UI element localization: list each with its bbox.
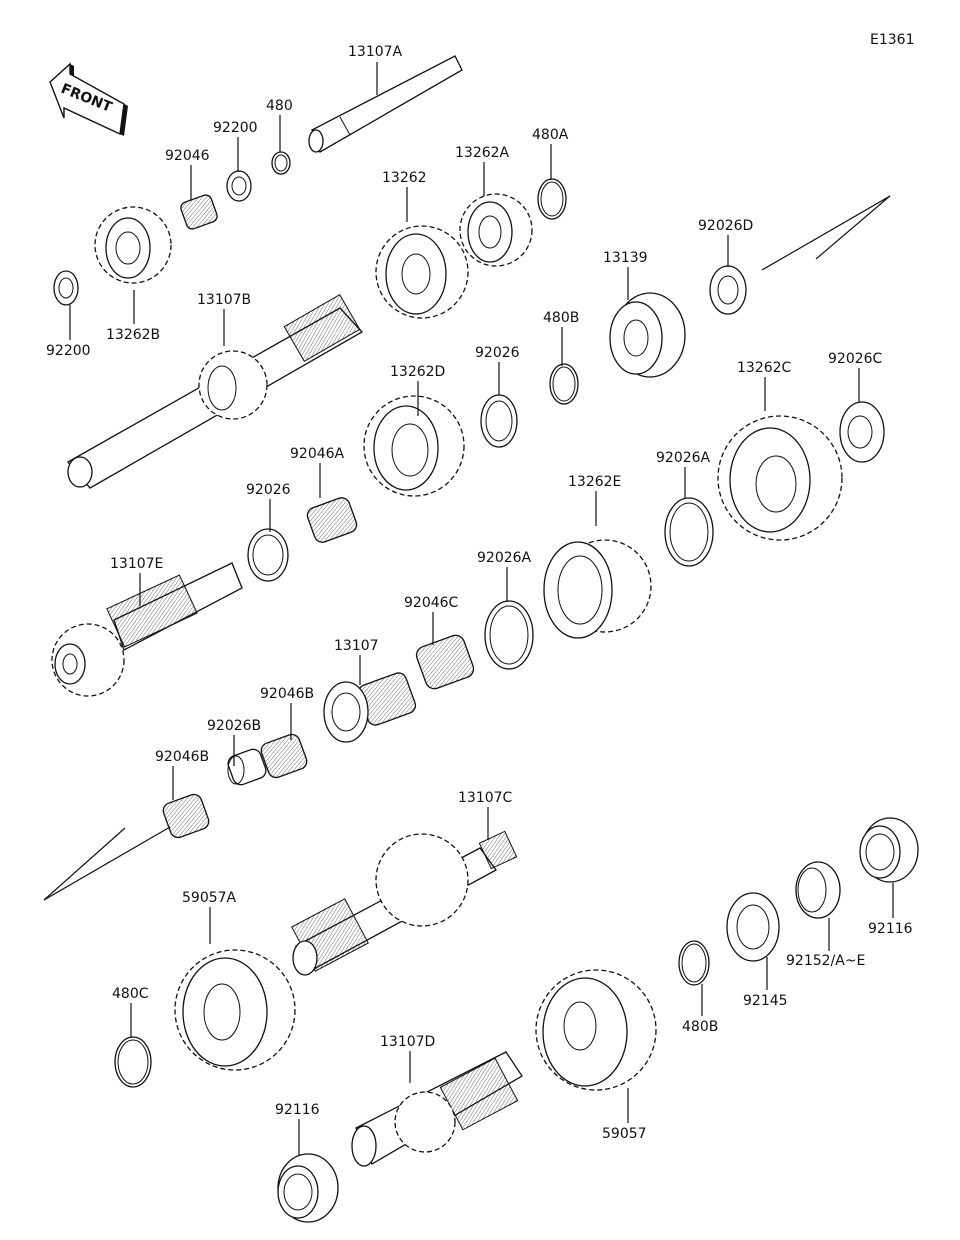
part-label: 92026 <box>475 345 520 361</box>
part-label: 13107A <box>348 44 403 60</box>
part-13107E[interactable]: 13107E <box>51 556 243 697</box>
part-13139[interactable]: 13139 <box>603 250 686 378</box>
part-92026C[interactable]: 92026C <box>828 351 885 463</box>
part-label: 92152/A~E <box>786 953 865 969</box>
part-label: 92046A <box>290 446 345 462</box>
part-label: 480C <box>112 986 149 1002</box>
part-label: 59057A <box>182 890 237 906</box>
part-label: 92026B <box>207 718 261 734</box>
part-92026-top[interactable]: 92026 <box>475 345 520 448</box>
part-92046B-upper[interactable]: 92046B <box>259 686 314 780</box>
part-92046[interactable]: 92046 <box>165 148 219 231</box>
part-label: 480 <box>266 98 293 114</box>
part-label: 59057 <box>602 1126 647 1142</box>
part-label: 92046C <box>404 595 459 611</box>
part-13107C[interactable]: 13107C <box>291 790 518 976</box>
part-label: 92200 <box>46 343 91 359</box>
part-label: 13262B <box>106 327 160 343</box>
part-label: 13262E <box>568 474 621 490</box>
part-label: 13139 <box>603 250 648 266</box>
part-480[interactable]: 480 <box>266 98 293 175</box>
part-92046B-lower[interactable]: 92046B <box>155 749 211 840</box>
part-13262A[interactable]: 13262A <box>455 145 533 267</box>
part-59057[interactable]: 59057 <box>535 969 657 1142</box>
part-label: 13262D <box>390 364 445 380</box>
part-label: 13262A <box>455 145 510 161</box>
part-13262[interactable]: 13262 <box>375 170 469 319</box>
part-label: 92200 <box>213 120 258 136</box>
part-92046C[interactable]: 92046C <box>404 595 476 691</box>
part-92026B[interactable]: 92026B <box>207 718 268 787</box>
part-13262D[interactable]: 13262D <box>363 364 465 497</box>
part-13107B[interactable]: 13107B <box>66 292 364 489</box>
part-label: 92026C <box>828 351 883 367</box>
part-label: 92046B <box>155 749 209 765</box>
diagram-code: E1361 <box>870 32 914 48</box>
part-label: 13107 <box>334 638 379 654</box>
part-92145[interactable]: 92145 <box>726 892 788 1009</box>
part-13262E[interactable]: 13262E <box>543 474 652 639</box>
part-label: 92116 <box>275 1102 320 1118</box>
part-label: 13262 <box>382 170 427 186</box>
part-92046A[interactable]: 92046A <box>290 446 359 544</box>
part-label: 480B <box>543 310 579 326</box>
part-label: 13107C <box>458 790 513 806</box>
part-label: 480A <box>532 127 569 143</box>
part-13262C[interactable]: 13262C <box>717 360 843 541</box>
part-92026-mid[interactable]: 92026 <box>246 482 291 582</box>
part-59057A[interactable]: 59057A <box>174 890 296 1071</box>
part-92200-left[interactable]: 92200 <box>46 270 91 359</box>
part-92116-right[interactable]: 92116 <box>859 817 919 937</box>
part-13107D[interactable]: 13107D <box>351 1034 523 1167</box>
part-label: 13107B <box>197 292 251 308</box>
part-92026A-left[interactable]: 92026A <box>477 550 534 670</box>
part-label: 92046 <box>165 148 210 164</box>
part-label: 92026A <box>656 450 711 466</box>
part-label: 92026 <box>246 482 291 498</box>
part-label: 13107E <box>110 556 163 572</box>
part-label: 13107D <box>380 1034 435 1050</box>
part-label: 92026A <box>477 550 532 566</box>
part-480A[interactable]: 480A <box>532 127 569 220</box>
part-13262B[interactable]: 13262B <box>94 206 172 343</box>
part-92152[interactable]: 92152/A~E <box>786 861 865 969</box>
axis-line <box>761 195 891 271</box>
part-92026D[interactable]: 92026D <box>698 218 753 315</box>
part-13107[interactable]: 13107 <box>323 638 418 743</box>
part-480C[interactable]: 480C <box>112 986 152 1088</box>
part-label: 92026D <box>698 218 753 234</box>
front-arrow-icon: FRONT <box>49 62 128 136</box>
part-92116-left[interactable]: 92116 <box>275 1102 339 1223</box>
part-92026A-right[interactable]: 92026A <box>656 450 714 567</box>
part-label: 13262C <box>737 360 792 376</box>
part-label: 92145 <box>743 993 788 1009</box>
part-13107A[interactable]: 13107A <box>308 44 463 153</box>
part-92200-top[interactable]: 92200 <box>213 120 258 202</box>
part-480B-top[interactable]: 480B <box>543 310 579 405</box>
part-label: 480B <box>682 1019 718 1035</box>
part-label: 92046B <box>260 686 314 702</box>
axis-line <box>43 826 171 901</box>
part-480B-bottom[interactable]: 480B <box>678 940 718 1035</box>
part-label: 92116 <box>868 921 913 937</box>
